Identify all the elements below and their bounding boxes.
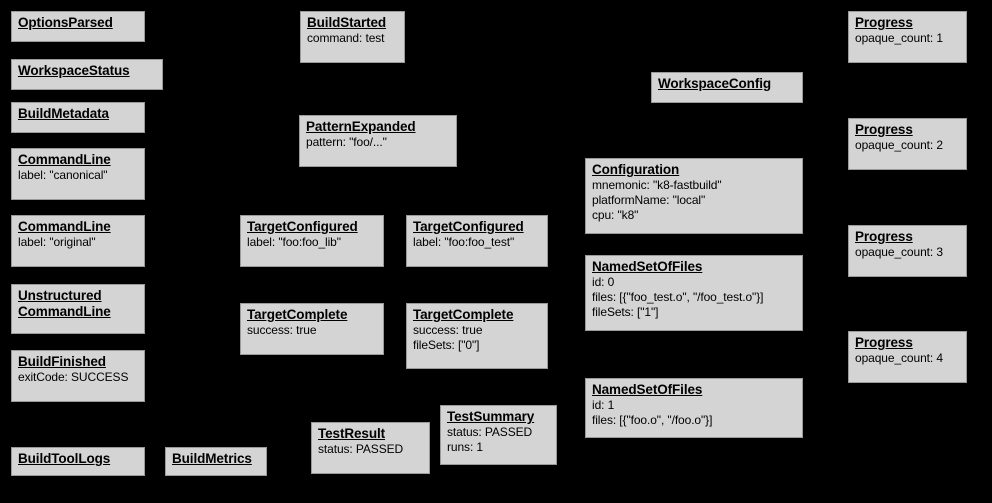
event-node-fields: label: "foo:foo_test": [413, 235, 541, 250]
event-node-field: cpu: "k8": [592, 208, 639, 222]
event-node-field: label: "foo:foo_test": [413, 235, 515, 249]
event-node-fields: opaque_count: 4: [855, 351, 960, 366]
event-node-title: TargetComplete: [413, 307, 514, 322]
event-node-title: TestSummary: [447, 409, 535, 424]
event-node-fields: opaque_count: 3: [855, 245, 960, 260]
event-node-field: runs: 1: [447, 440, 483, 454]
event-node-title: BuildToolLogs: [18, 451, 111, 466]
event-node-field: opaque_count: 2: [855, 138, 943, 152]
event-node-title: Progress: [855, 15, 913, 30]
event-node-title: WorkspaceStatus: [18, 63, 130, 78]
event-node-title: TargetConfigured: [247, 219, 358, 234]
event-node-fields: label: "original": [18, 235, 138, 250]
event-node-title: Configuration: [592, 162, 680, 177]
event-node-title: NamedSetOfFiles: [592, 259, 703, 274]
event-node-fields: exitCode: SUCCESS: [18, 370, 138, 385]
event-node-field: fileSets: ["1"]: [592, 305, 659, 319]
event-node-build-metadata[interactable]: BuildMetadata: [11, 102, 145, 133]
event-node-field: id: 0: [592, 275, 615, 289]
event-node-field: mnemonic: "k8-fastbuild": [592, 178, 722, 192]
event-node-fields: opaque_count: 1: [855, 31, 960, 46]
event-node-field: command: test: [307, 31, 385, 45]
event-node-build-tool-logs[interactable]: BuildToolLogs: [11, 447, 145, 476]
event-node-title: CommandLine: [18, 219, 111, 234]
event-node-fields: opaque_count: 2: [855, 138, 960, 153]
event-node-field: status: PASSED: [318, 442, 404, 456]
event-node-fields: pattern: "foo/...": [306, 135, 450, 150]
event-node-fields: mnemonic: "k8-fastbuild"platformName: "l…: [592, 178, 796, 223]
event-node-field: status: PASSED: [447, 425, 533, 439]
event-node-title: BuildMetrics: [172, 451, 252, 466]
event-node-title: TargetComplete: [247, 307, 348, 322]
event-node-title-line: Unstructured: [18, 288, 102, 303]
event-node-title: NamedSetOfFiles: [592, 382, 703, 397]
event-node-field: opaque_count: 1: [855, 31, 943, 45]
event-node-field: pattern: "foo/...": [306, 135, 387, 149]
event-node-fields: success: true: [247, 323, 377, 338]
event-node-fields: status: PASSED: [318, 442, 423, 457]
event-node-build-metrics[interactable]: BuildMetrics: [165, 447, 267, 476]
event-node-field: files: [{"foo.o", "/foo.o"}]: [592, 413, 713, 427]
event-node-title: BuildFinished: [18, 354, 106, 369]
event-node-field: files: [{"foo_test.o", "/foo_test.o"}]: [592, 290, 764, 304]
event-node-title: TargetConfigured: [413, 219, 524, 234]
event-node-field: label: "canonical": [18, 168, 108, 182]
event-node-title: OptionsParsed: [18, 15, 113, 30]
event-node-title: WorkspaceConfig: [658, 76, 772, 91]
event-node-fields: label: "foo:foo_lib": [247, 235, 377, 250]
event-node-field: label: "original": [18, 235, 96, 249]
event-node-title: PatternExpanded: [306, 119, 416, 134]
event-node-field: fileSets: ["0"]: [413, 338, 480, 352]
event-node-workspace-config[interactable]: WorkspaceConfig: [651, 72, 803, 103]
event-node-fields: command: test: [307, 31, 398, 46]
event-node-title-line: CommandLine: [18, 304, 111, 319]
event-node-title: TestResult: [318, 426, 386, 441]
event-node-field: platformName: "local": [592, 193, 706, 207]
event-node-field: success: true: [413, 323, 483, 337]
event-node-field: id: 1: [592, 398, 615, 412]
event-node-workspace-status[interactable]: WorkspaceStatus: [11, 59, 163, 90]
event-node-field: opaque_count: 3: [855, 245, 943, 259]
event-node-title: BuildMetadata: [18, 106, 109, 121]
event-node-field: success: true: [247, 323, 317, 337]
event-node-title: Progress: [855, 122, 913, 137]
event-node-fields: label: "canonical": [18, 168, 138, 183]
event-node-title: Progress: [855, 229, 913, 244]
event-node-title: Progress: [855, 335, 913, 350]
event-node-title: CommandLine: [18, 152, 111, 167]
event-node-field: label: "foo:foo_lib": [247, 235, 341, 249]
event-node-field: exitCode: SUCCESS: [18, 370, 129, 384]
event-node-field: opaque_count: 4: [855, 351, 943, 365]
event-node-title: BuildStarted: [307, 15, 387, 30]
event-node-options-parsed[interactable]: OptionsParsed: [11, 11, 145, 42]
